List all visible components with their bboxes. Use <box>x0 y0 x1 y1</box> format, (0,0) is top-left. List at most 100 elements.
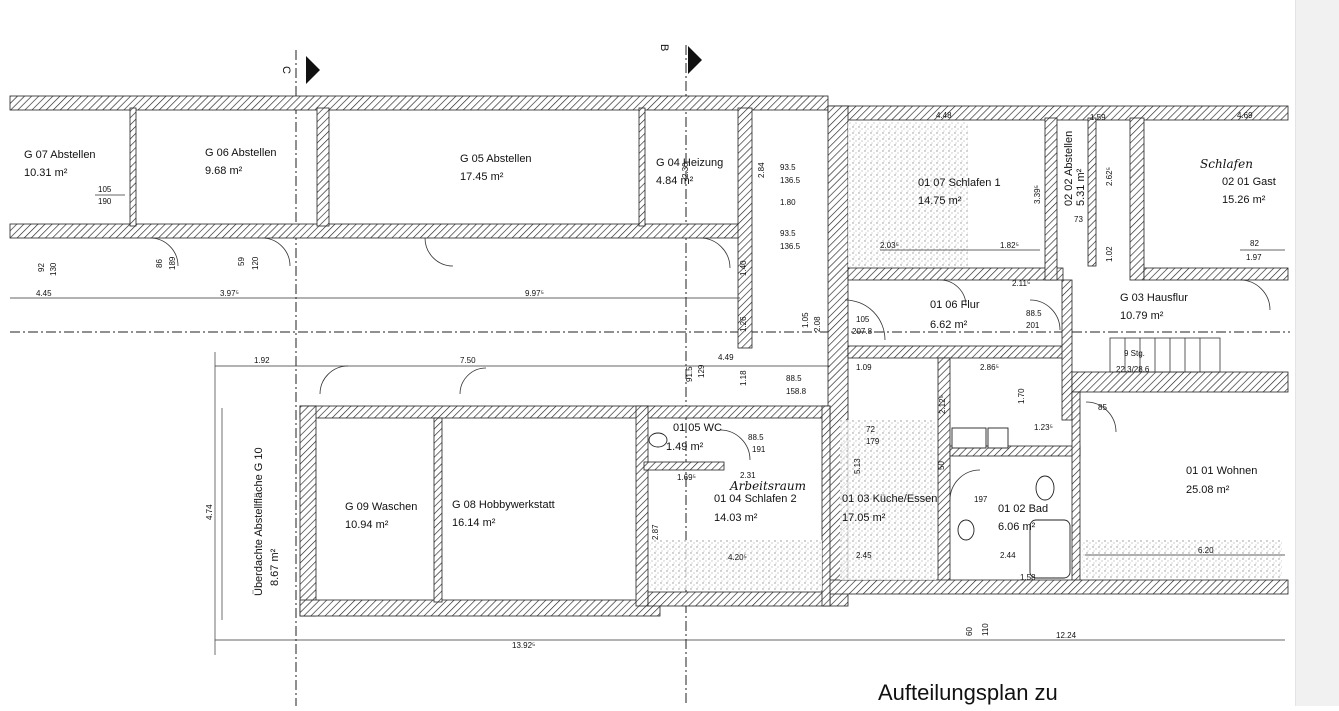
wc-toilet-icon <box>648 432 668 448</box>
dim-label: 1.97 <box>1246 253 1262 262</box>
dim-label: 82 <box>1250 239 1259 248</box>
room-area: 17.45 m² <box>460 171 504 183</box>
room-name: G 03 Hausflur <box>1120 292 1188 304</box>
dim-label: 7.50 <box>460 356 476 365</box>
floor-texture <box>650 122 1282 590</box>
dim-label: 105 <box>856 315 870 324</box>
room-area: 15.26 m² <box>1222 194 1266 206</box>
room-name: G 04 Heizung <box>656 157 723 169</box>
dim-label: 1.80 <box>780 198 796 207</box>
dim-label: 1.59 <box>1090 113 1106 122</box>
toilet-icon <box>1035 475 1055 501</box>
dim-label: 1.82⁵ <box>1000 241 1019 250</box>
dim-label: 12.24 <box>1056 631 1077 640</box>
room-area: 6.06 m² <box>998 521 1036 533</box>
dim-label: 88.5 <box>1026 309 1042 318</box>
room-area: 10.79 m² <box>1120 310 1164 322</box>
section-label-b: B <box>658 44 670 51</box>
dim-label: 2.84 <box>757 162 766 178</box>
dim-label: 2.62⁵ <box>1105 167 1114 186</box>
dim-label: 1.40 <box>739 260 748 276</box>
room-labels: G 07 Abstellen 10.31 m² G 06 Abstellen 9… <box>24 131 1276 596</box>
dim-label: 92 <box>37 263 46 272</box>
walls <box>9 95 1289 617</box>
dim-label: 72 <box>866 425 875 434</box>
room-name: 01 03 Küche/Essen <box>842 493 937 505</box>
room-area: 14.75 m² <box>918 195 962 207</box>
handwritten-note: Schlafen <box>1200 157 1253 171</box>
dim-label: 22.3/28.6 <box>1116 365 1150 374</box>
dim-label: 2.44 <box>1000 551 1016 560</box>
scrollbar[interactable] <box>1295 0 1339 706</box>
fixtures <box>648 427 1071 579</box>
dim-label: 9.97⁵ <box>525 289 544 298</box>
dim-label: 85 <box>1098 403 1107 412</box>
room-area: 9.68 m² <box>205 165 243 177</box>
room-name: G 08 Hobbywerkstatt <box>452 499 555 511</box>
dimension-labels: 4.45 3.97⁵ 9.97⁵ 1.92 7.50 13.92⁵ 12.24 … <box>36 111 1262 650</box>
dim-label: 93.5 <box>780 229 796 238</box>
dim-label: 4.20⁵ <box>728 553 747 562</box>
dim-label: 1.02 <box>1105 246 1114 262</box>
dim-label: 59 <box>237 257 246 266</box>
section-arrow-icon <box>688 46 702 74</box>
washbasin-icon <box>957 519 975 541</box>
dim-label: 2.87 <box>651 524 660 540</box>
dim-label: 9 Stg. <box>1124 349 1145 358</box>
dim-label: 6.20 <box>1198 546 1214 555</box>
dim-label: 130 <box>49 262 58 276</box>
section-lines <box>10 45 1290 706</box>
dim-label: 2.12⁵ <box>938 395 947 414</box>
staircase <box>1109 337 1221 373</box>
room-area: 5.31 m² <box>1075 168 1087 206</box>
dim-label: 91.5 <box>685 366 694 382</box>
room-area: 4.84 m² <box>656 175 694 187</box>
door-swings <box>149 237 1271 501</box>
section-arrow-icon <box>306 56 320 84</box>
dim-label: 191 <box>752 445 766 454</box>
dim-label: 1.69⁵ <box>677 473 696 482</box>
dim-label: 60 <box>965 627 974 636</box>
dim-label: 13.92⁵ <box>512 641 535 650</box>
room-name: 02 01 Gast <box>1222 176 1276 188</box>
dim-label: 5.13 <box>853 458 862 474</box>
room-area: 6.62 m² <box>930 319 968 331</box>
dim-label: 73 <box>1074 215 1083 224</box>
room-area: 16.14 m² <box>452 517 496 529</box>
room-name: 01 02 Bad <box>998 503 1048 515</box>
dim-label: 88.5 <box>786 374 802 383</box>
floor-plan: C B <box>9 44 1290 706</box>
dim-label: 4.49 <box>718 353 734 362</box>
dim-label: 1.26 <box>739 316 748 332</box>
room-name: 02 02 Abstellen <box>1063 131 1075 206</box>
room-name: 01 07 Schlafen 1 <box>918 177 1001 189</box>
room-area: 1.49 m² <box>666 441 704 453</box>
dim-label: 1.05 <box>801 312 810 328</box>
dim-label: 50 <box>937 461 946 470</box>
dim-label: 110 <box>981 623 990 636</box>
dim-label: 190 <box>98 197 112 206</box>
room-name: Überdachte Abstellfläche G 10 <box>253 447 265 596</box>
section-marker-b: B <box>658 44 702 74</box>
dim-label: 1.70 <box>1017 388 1026 404</box>
room-name: 01 06 Flur <box>930 299 980 311</box>
dim-label: 1.09 <box>856 363 872 372</box>
dim-label: 120 <box>251 256 260 270</box>
dim-label: 2.45 <box>856 551 872 560</box>
dim-label: 201 <box>1026 321 1040 330</box>
room-area: 14.03 m² <box>714 512 758 524</box>
room-area: 10.94 m² <box>345 519 389 531</box>
section-marker-c: C <box>280 56 320 84</box>
dim-label: 207.8 <box>852 327 873 336</box>
dim-label: 3.97⁵ <box>220 289 239 298</box>
dim-label: 3.39⁵ <box>1033 185 1042 204</box>
room-area: 17.05 m² <box>842 512 886 524</box>
bathtub-icon <box>1029 519 1071 579</box>
room-name: G 06 Abstellen <box>205 147 277 159</box>
dim-label: 1.23⁵ <box>1034 423 1053 432</box>
room-name: G 05 Abstellen <box>460 153 532 165</box>
dim-label: 2.03⁵ <box>880 241 899 250</box>
dim-label: 4.69 <box>1237 111 1253 120</box>
sink-icon <box>987 427 1009 449</box>
room-name: 01 04 Schlafen 2 <box>714 493 797 505</box>
